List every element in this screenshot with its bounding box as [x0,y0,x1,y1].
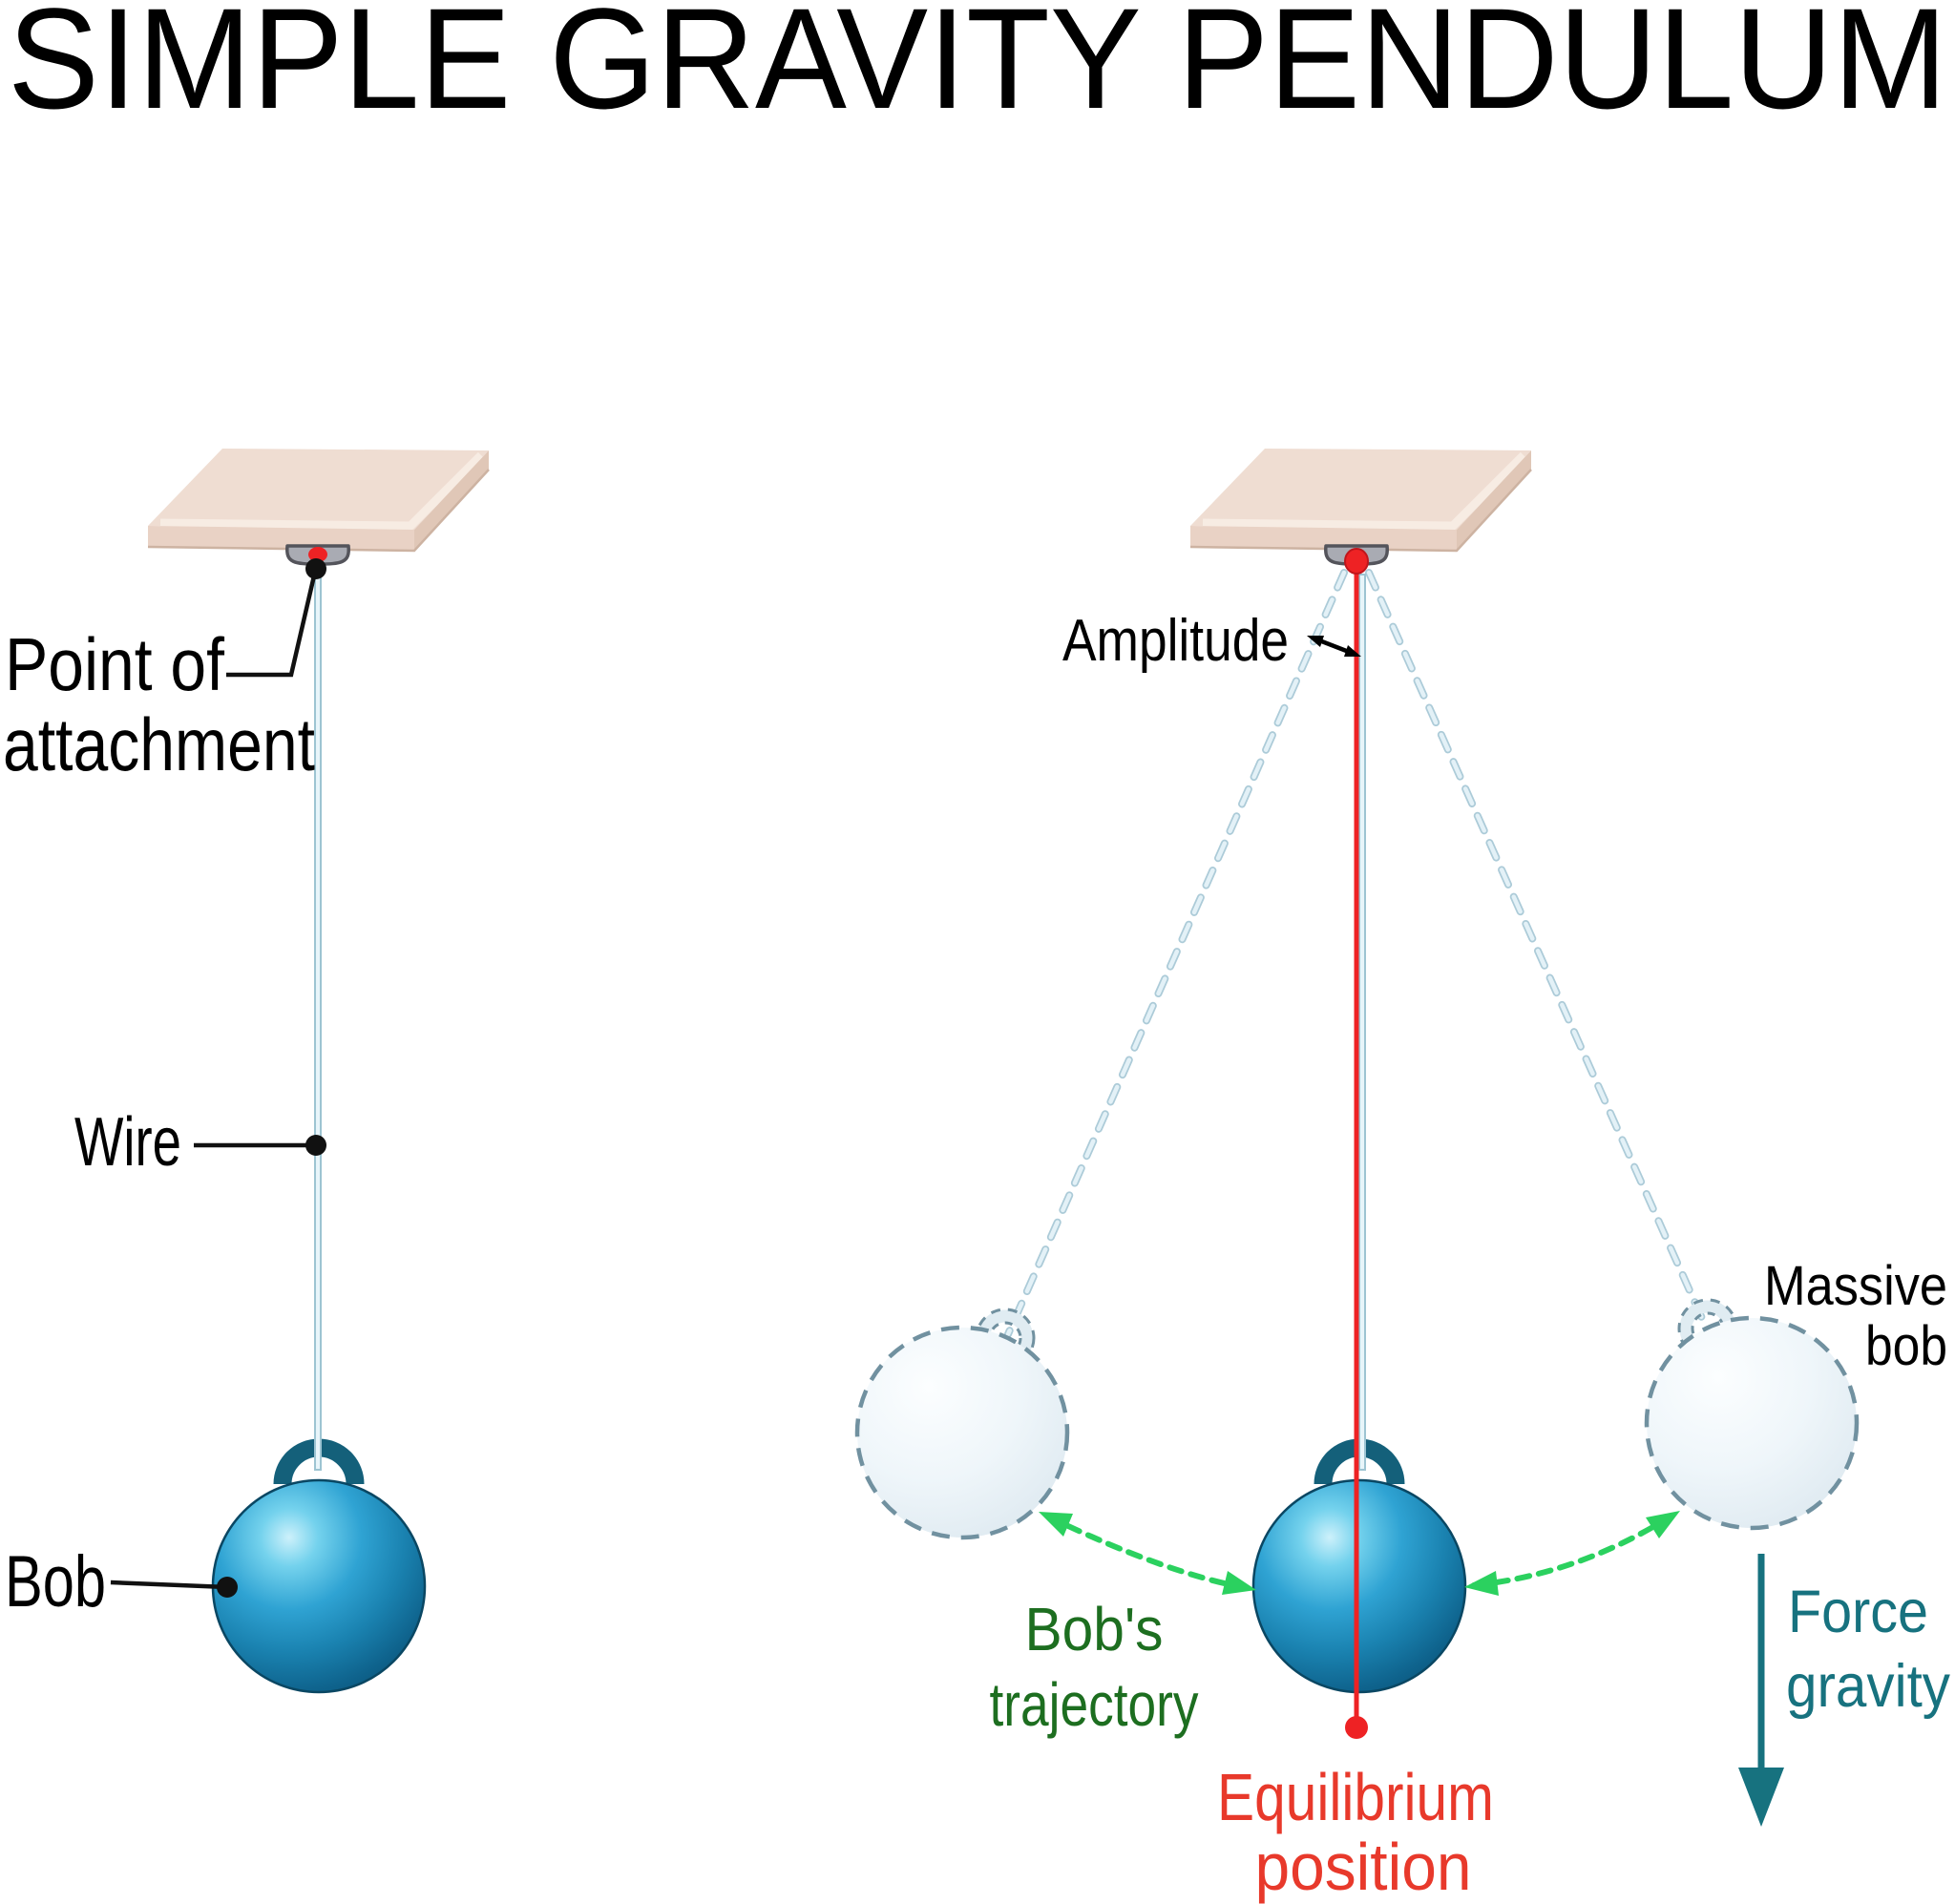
label-force-gravity-line1: Force [1788,1579,1928,1645]
leader-dot-bob [217,1577,238,1598]
trajectory-arrow-left [1039,1512,1256,1595]
support-slab-left [148,449,489,551]
label-force-gravity-line2: gravity [1786,1653,1950,1720]
trajectory-arrow-right [1464,1511,1680,1596]
support-slab-right [1190,449,1531,551]
label-massive-bob-line2: bob [1865,1315,1947,1377]
leader-line-bob [110,1580,228,1590]
label-equilibrium-position-line1: Equilibrium [1217,1760,1494,1834]
label-bob: Bob [5,1541,106,1622]
label-massive-bob-line1: Massive [1764,1255,1947,1317]
leader-line-point-of-attachment [226,571,318,678]
attachment-point-dot-right [1344,548,1369,575]
label-point-of-attachment-line1: Point of [5,622,224,706]
left-pendulum-diagram: Point of attachment Wire Bob [3,449,489,1692]
amplitude-arrow [1307,636,1361,657]
ghost-bob-right [1644,1300,1860,1531]
equilibrium-dot [1345,1716,1368,1739]
leader-dot-wire [305,1135,326,1156]
label-amplitude: Amplitude [1062,608,1289,674]
label-point-of-attachment-line2: attachment [3,702,315,786]
ghost-bob-left [854,1309,1070,1540]
bob-sphere-centre [1253,1448,1465,1692]
swing-line-left [1004,569,1348,1338]
attachment-point-dot-left [308,547,327,562]
label-bobs-trajectory-line1: Bob's [1025,1595,1164,1663]
right-pendulum-diagram: Amplitude Massive bob Bob's trajectory E… [854,449,1950,1904]
page-title: SIMPLE GRAVITY PENDULUM [8,0,1947,138]
leader-dot-point-of-attachment [305,558,326,579]
force-gravity-arrow [1738,1554,1784,1827]
label-equilibrium-position-line2: position [1255,1830,1472,1904]
label-wire: Wire [74,1104,181,1181]
label-bobs-trajectory-line2: trajectory [990,1670,1199,1739]
swing-line-right [1365,569,1709,1329]
bob-sphere-left [213,1448,425,1692]
